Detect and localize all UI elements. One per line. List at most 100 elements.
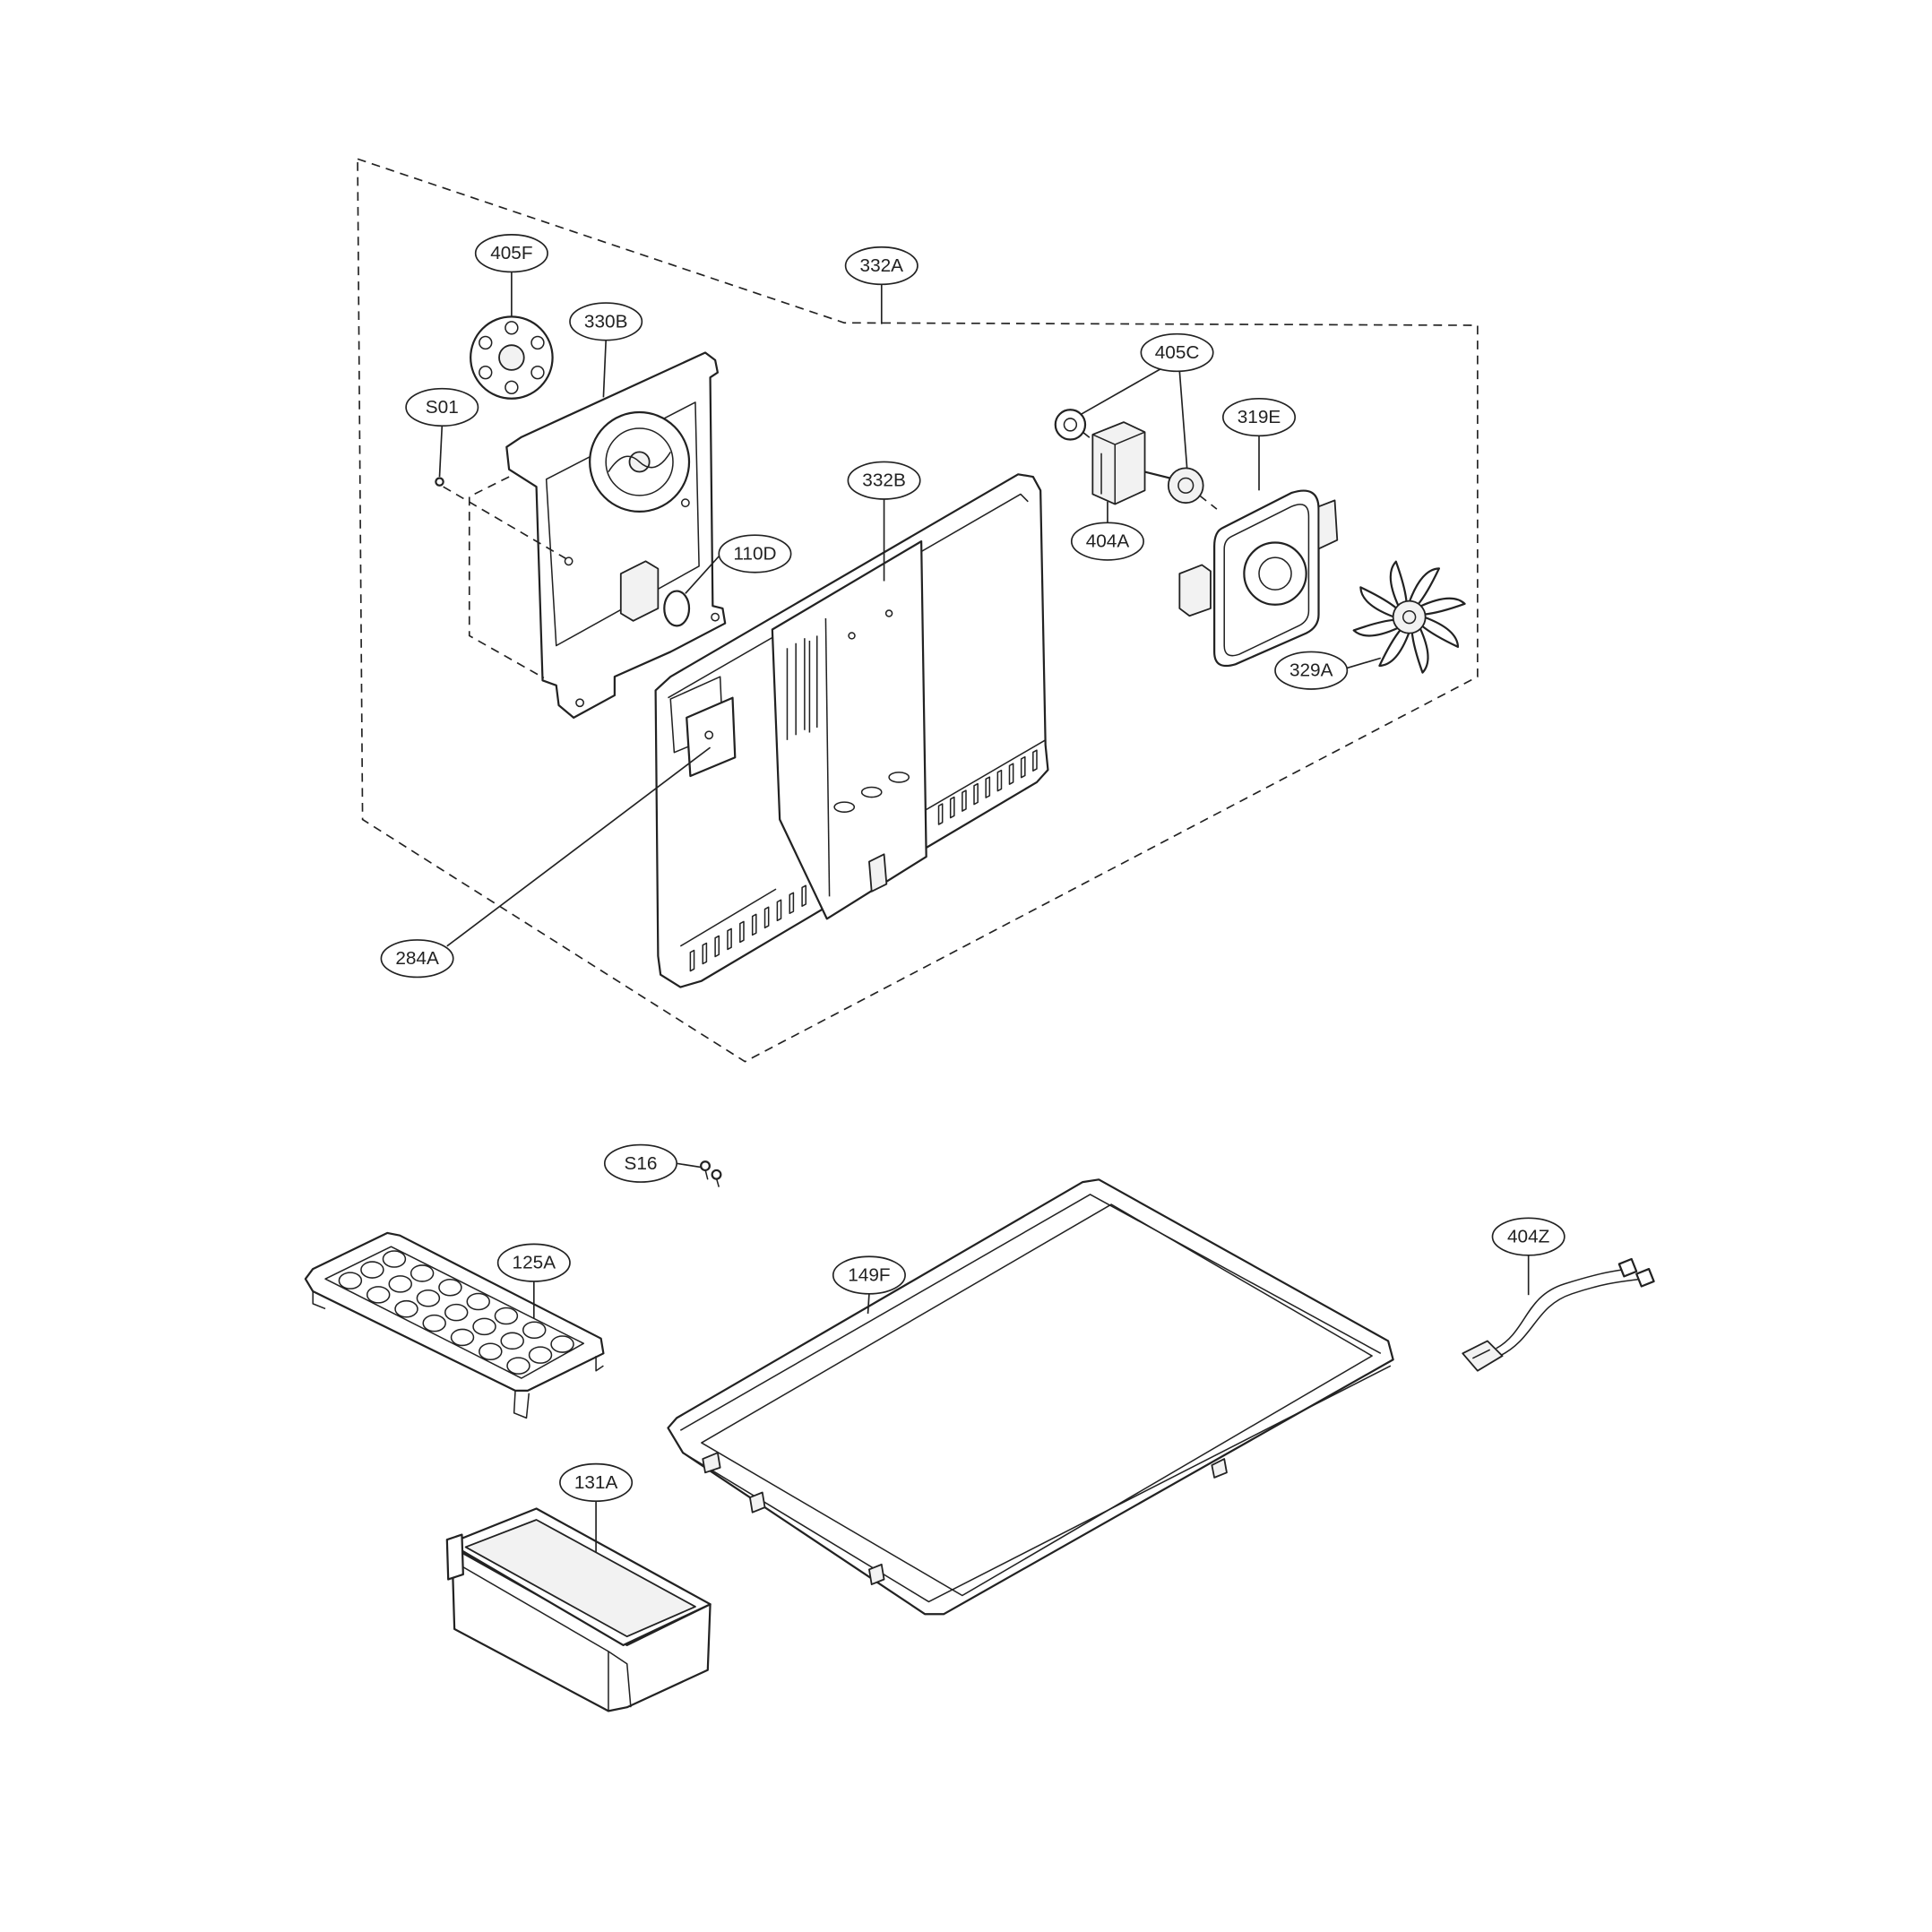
callout-405F: 405F — [474, 234, 548, 317]
part-332B-panel — [654, 473, 1049, 988]
callout-404A: 404A — [1070, 501, 1144, 561]
callout-label: 330B — [584, 311, 628, 332]
callout-329A: 329A — [1274, 651, 1382, 690]
fan-blade — [1410, 626, 1429, 674]
vent-slot — [702, 942, 708, 965]
ice-cup — [472, 1317, 496, 1336]
panel-column-vents — [786, 635, 818, 740]
callout-label: 319E — [1238, 407, 1281, 427]
ice-cup — [360, 1261, 384, 1279]
shaft-guide-rear — [1198, 495, 1218, 510]
panel-vents-right — [937, 749, 1038, 825]
ice-cup — [438, 1278, 462, 1297]
vent-slot — [789, 892, 795, 915]
callout-label: 332B — [862, 470, 906, 491]
vent-slot — [751, 913, 757, 936]
vent-slot — [763, 906, 770, 929]
callout-label: S01 — [426, 397, 459, 418]
fan-blade — [1419, 597, 1466, 616]
vent-slot — [1008, 763, 1014, 785]
callout-label: 405C — [1155, 342, 1200, 363]
part-319E-shroud — [1178, 489, 1339, 668]
callout-label: 149F — [848, 1265, 890, 1286]
ice-cup — [416, 1289, 441, 1307]
ice-cup — [394, 1299, 418, 1318]
ice-cup — [388, 1275, 412, 1293]
callout-332B: 332B — [847, 461, 921, 582]
part-S16-screws — [700, 1160, 722, 1187]
ice-cup — [506, 1357, 530, 1375]
shaft-guide-front — [1082, 431, 1096, 443]
fan-blade — [1359, 586, 1399, 618]
ice-cup — [382, 1250, 407, 1268]
callout-S16: S16 — [603, 1143, 701, 1183]
vent-slot — [1020, 755, 1026, 779]
fan-blade — [1408, 567, 1441, 607]
ice-cup — [522, 1321, 547, 1340]
fan-blade — [1352, 618, 1400, 637]
part-405C-washer-front — [1054, 409, 1087, 441]
part-330B-bracket — [505, 351, 727, 719]
callout-label: 284A — [395, 948, 439, 969]
fan-blades — [1352, 560, 1466, 674]
part-404A-motor — [1091, 421, 1176, 505]
vent-slot — [776, 899, 782, 922]
vent-slot — [727, 927, 732, 951]
fan-blade — [1420, 616, 1460, 649]
part-125A-ice-tray — [304, 1231, 605, 1419]
vent-slot — [739, 920, 745, 944]
vent-slot — [949, 796, 955, 819]
part-131A-bin — [445, 1507, 712, 1712]
vent-slot — [973, 782, 979, 806]
fan-blade — [1378, 628, 1410, 668]
callout-125A: 125A — [496, 1243, 571, 1319]
ice-cup — [466, 1292, 490, 1311]
callout-332A: 332A — [844, 246, 919, 324]
part-405F-disk — [470, 315, 554, 400]
callout-label: 404Z — [1507, 1227, 1550, 1247]
vent-slot — [689, 949, 695, 972]
ice-cup — [500, 1332, 524, 1350]
vent-slot — [962, 789, 967, 812]
vent-slot — [996, 769, 1003, 792]
part-110D-knob — [663, 590, 691, 627]
ice-cup — [366, 1286, 391, 1304]
ice-cup — [410, 1264, 435, 1282]
vent-slot — [801, 884, 807, 907]
callout-404Z: 404Z — [1491, 1217, 1565, 1296]
ice-cup — [422, 1314, 446, 1333]
ice-cup — [450, 1328, 475, 1347]
ice-cup — [479, 1342, 503, 1360]
part-S01-screw — [435, 477, 444, 487]
callout-330B: 330B — [569, 302, 643, 398]
part-149F-shelf — [667, 1178, 1394, 1616]
callout-284A: 284A — [380, 746, 712, 979]
callout-label: 125A — [513, 1253, 556, 1273]
ice-cup — [444, 1303, 469, 1322]
callout-label: 110D — [733, 543, 776, 564]
ice-cup-grid — [338, 1250, 574, 1375]
callout-label: 404A — [1086, 531, 1130, 552]
callout-label: 329A — [1289, 660, 1333, 681]
vent-slot — [1032, 749, 1038, 772]
ice-cup — [528, 1346, 553, 1364]
part-404Z-harness — [1462, 1257, 1655, 1372]
vent-slot — [937, 803, 944, 825]
panel-vents-left — [689, 884, 807, 972]
callout-label: 405F — [490, 243, 532, 263]
callout-405C: 405C — [1080, 332, 1214, 469]
ice-cup — [338, 1272, 363, 1289]
callout-110D: 110D — [685, 534, 792, 594]
callout-S01: S01 — [405, 387, 479, 478]
assembly-boundary — [357, 158, 1479, 1063]
callout-131A: 131A — [559, 1462, 634, 1553]
part-405C-washer-rear — [1167, 467, 1204, 505]
vent-slot — [714, 935, 720, 958]
callout-label: S16 — [624, 1153, 657, 1174]
ice-cup — [550, 1335, 574, 1353]
callout-319E: 319E — [1221, 397, 1297, 491]
callout-label: 332A — [860, 255, 904, 276]
ice-cup — [494, 1307, 519, 1325]
callout-label: 131A — [574, 1472, 618, 1493]
